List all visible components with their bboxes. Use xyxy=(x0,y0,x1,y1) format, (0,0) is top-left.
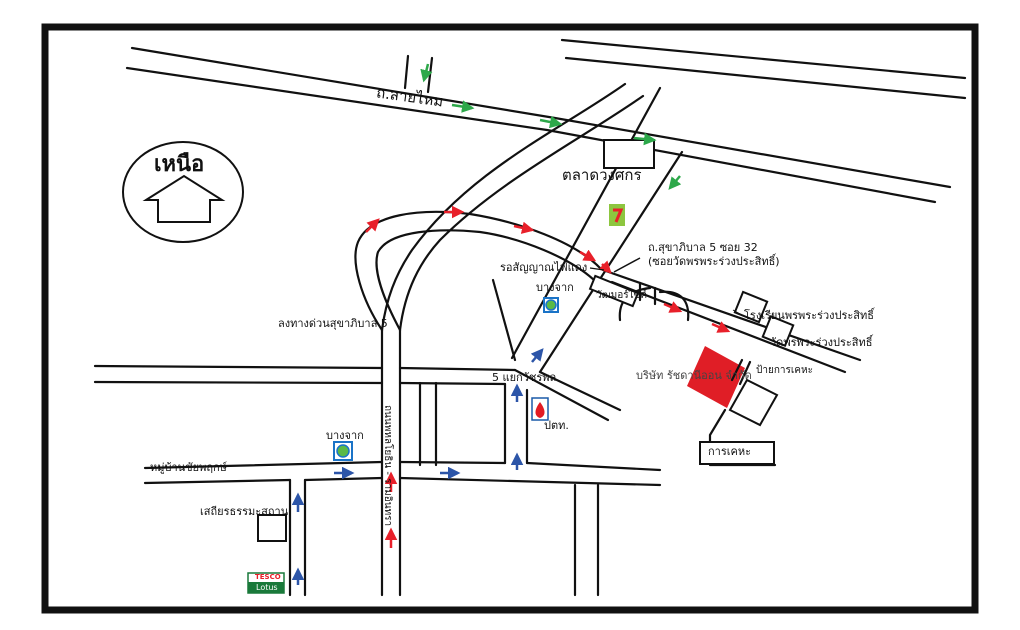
seven-eleven-icon xyxy=(609,204,625,226)
bangchak-label-1: บางจาก xyxy=(536,281,574,294)
tesco-lotus-logo xyxy=(247,572,285,594)
vertical-road-label: ถนนพหลโยธิน - รามอินทรา xyxy=(382,405,393,527)
bangchak-icon-2 xyxy=(333,441,353,461)
direction-arrows-green xyxy=(420,63,682,190)
village-label: หมู่บ้านชัยพฤกษ์ xyxy=(150,461,227,474)
housing-box xyxy=(699,441,775,465)
north-label: เหนือ xyxy=(154,152,205,177)
map-frame xyxy=(41,23,979,614)
expressway-exit-label: ลงทางด่วนสุขาภิบาล 5 xyxy=(278,317,388,330)
small-shop-box xyxy=(588,274,640,308)
temple-label: วัดพรพระร่วงประสิทธิ์ xyxy=(770,336,873,349)
traffic-light-label: รอสัญญาณไฟแดง xyxy=(500,261,588,274)
school-label: โรงเรียนพรพระร่วงประสิทธิ์ xyxy=(744,309,874,322)
sathan-label: เสถียรธรรมะสถาน xyxy=(200,505,289,518)
market-label: ตลาดวงศกร xyxy=(562,166,642,184)
ptt-side-roads xyxy=(418,381,529,467)
expressway-curve xyxy=(354,82,645,332)
bangchak-label-2: บางจาก xyxy=(326,429,364,442)
school-temple-buildings xyxy=(733,290,795,347)
lower-road xyxy=(143,460,662,597)
middle-road xyxy=(93,364,517,386)
soi-32-label: ถ.สุขาภิบาล 5 ซอย 32 xyxy=(648,241,758,254)
housing-label: การเคหะ xyxy=(708,445,752,458)
ptt-icon xyxy=(531,397,549,421)
company-label: บริษัท รัชดานีออน จำกัด xyxy=(636,369,752,382)
lotus-label: Lotus xyxy=(256,583,278,592)
small-shop-label: วัฒมอร์ไซค์ xyxy=(596,290,648,301)
north-house-icon xyxy=(142,174,226,223)
tesco-label: TESCO xyxy=(255,573,281,581)
pointer-lines xyxy=(589,257,741,315)
inbound-arrows-blue xyxy=(291,348,544,585)
route-arrows-red xyxy=(365,205,731,548)
five-intersection-label: 5 แยกวัชรพล xyxy=(492,371,557,384)
sathan-box xyxy=(257,514,287,542)
bangchak-icon-1 xyxy=(543,297,559,313)
bus-stop-label: ป้ายการเคหะ xyxy=(756,365,813,376)
ptt-label: ปตท. xyxy=(544,419,569,432)
market-building xyxy=(603,139,655,169)
north-compass xyxy=(122,141,244,243)
soi-wat-label: (ซอยวัดพรพระร่วงประสิทธิ์) xyxy=(648,255,780,268)
company-building xyxy=(687,346,779,467)
